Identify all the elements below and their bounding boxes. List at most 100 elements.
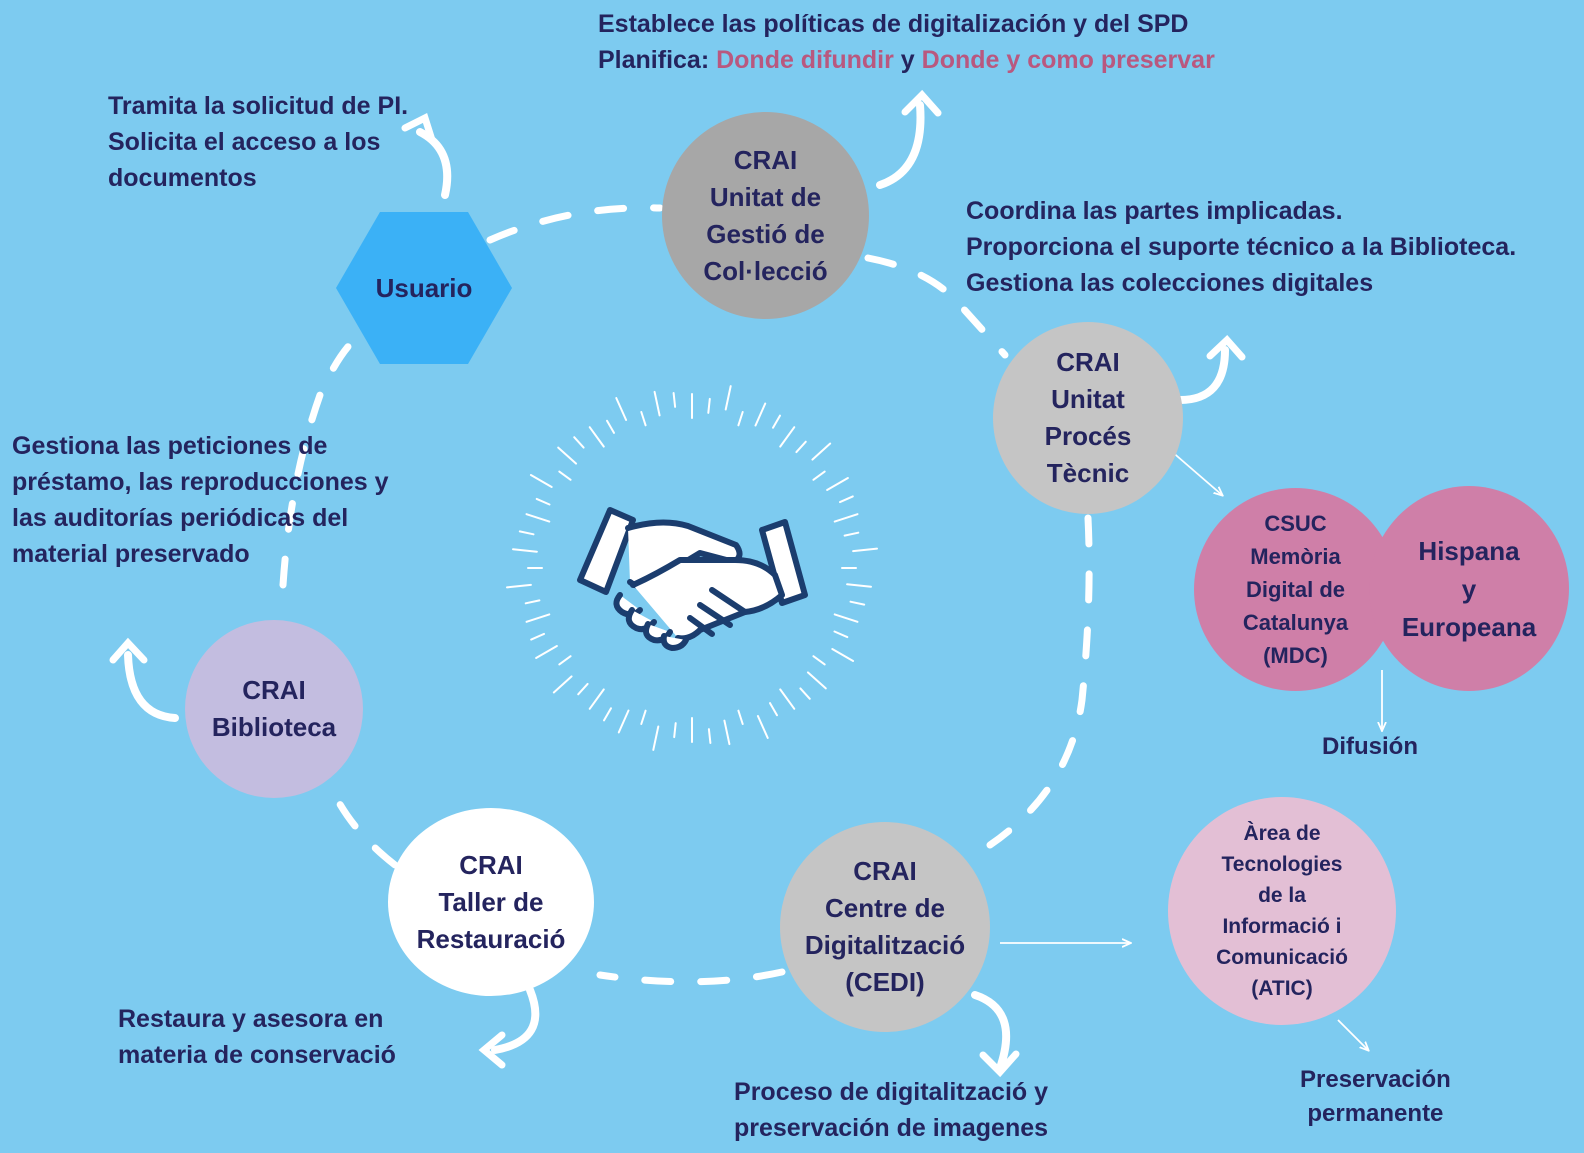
ray [573, 436, 585, 449]
arrow-to-preservacion [1337, 1019, 1368, 1050]
difusion-label: Difusión [1322, 733, 1418, 760]
proces-desc-line-3: Gestiona las colecciones digitales [966, 269, 1374, 297]
ray [806, 671, 827, 690]
planifica-joiner: y [893, 46, 922, 74]
csuc-label-5: (MDC) [1263, 643, 1328, 668]
ray [707, 397, 711, 414]
ray [535, 497, 551, 506]
ray [737, 709, 744, 725]
handshake-icon [577, 507, 808, 651]
ray [779, 426, 796, 448]
ray [843, 531, 860, 537]
usuario-description: Tramita la solicitud de PI. Solicita el … [108, 88, 408, 196]
ray [525, 613, 551, 623]
taller-node: CRAI Taller de Restauració [388, 808, 594, 996]
cedi-label-2: Centre de [825, 893, 945, 923]
proces-description: Coordina las partes implicadas. Proporci… [966, 193, 1516, 301]
ray [839, 495, 854, 504]
ray [831, 648, 855, 662]
curved-arrows [109, 89, 1246, 1078]
ray [833, 613, 859, 623]
donde-difundir-highlight: Donde difundir [716, 46, 894, 74]
ray [812, 655, 826, 666]
preservacion-line-1: Preservación [1300, 1066, 1451, 1093]
biblioteca-label-1: CRAI [242, 675, 306, 705]
ray [799, 687, 811, 700]
cedi-node: CRAI Centre de Digitalització (CEDI) [780, 822, 990, 1032]
ray [812, 470, 826, 481]
ray [772, 414, 781, 429]
gestio-label-3: Gestió de [706, 218, 825, 249]
taller-label-2: Taller de [438, 886, 544, 917]
ray [737, 411, 744, 427]
ray [653, 390, 661, 417]
cedi-label-4: (CEDI) [845, 967, 925, 997]
ray [849, 600, 866, 606]
ray [603, 707, 612, 722]
taller-description: Restaura y asesora en materia de conserv… [118, 1001, 396, 1073]
ray [795, 440, 807, 454]
taller-label-1: CRAI [459, 849, 523, 880]
ray [577, 682, 589, 696]
biblioteca-desc-line-2: préstamo, las reproducciones y [12, 468, 389, 496]
taller-desc-line-2: materia de conservació [118, 1041, 396, 1069]
gestio-node: CRAI Unitat de Gestió de Col·lecció [662, 112, 869, 319]
atic-label-1: Àrea de [1243, 822, 1321, 845]
ray [779, 688, 796, 710]
biblioteca-desc-line-4: material preservado [12, 540, 250, 568]
flow-loop [279, 204, 1093, 986]
csuc-node: CSUC Memòria Digital de Catalunya (MDC) [1194, 488, 1397, 691]
ray [535, 645, 558, 659]
usuario-desc-line-3: documentos [108, 164, 257, 192]
ray [557, 446, 578, 465]
biblioteca-node: CRAI Biblioteca [185, 620, 363, 798]
proces-desc-line-2: Proporciona el suporte técnico a la Bibl… [966, 233, 1517, 261]
sunburst-rays [506, 385, 878, 751]
hispana-label-1: Hispana [1418, 535, 1520, 566]
ray [673, 722, 677, 739]
atic-label-5: Comunicació [1216, 946, 1348, 969]
ray [769, 702, 778, 717]
arrow-taller [491, 986, 540, 1054]
hispana-node: Hispana y Europeana [1369, 486, 1569, 691]
gestio-desc-line-2: Planifica: Donde difundir y Donde y como… [598, 42, 1215, 78]
cedi-desc-line-1: Proceso de digitalització y [734, 1078, 1049, 1106]
proces-label-2: Unitat [1051, 384, 1125, 414]
atic-label-2: Tecnologies [1221, 853, 1343, 876]
thin-arrows [1000, 449, 1382, 1050]
cedi-description: Proceso de digitalització y preservación… [734, 1074, 1048, 1146]
csuc-label-4: Catalunya [1242, 610, 1349, 635]
ray [833, 630, 849, 639]
ray [672, 392, 677, 408]
hispana-label-3: Europeana [1401, 611, 1537, 642]
ray [558, 655, 572, 666]
cedi-label-1: CRAI [853, 856, 917, 886]
csuc-label-3: Digital de [1245, 577, 1345, 602]
proces-label-1: CRAI [1056, 347, 1120, 377]
proces-desc-line-1: Coordina las partes implicadas. [966, 197, 1343, 225]
ray [852, 547, 878, 553]
csuc-label-1: CSUC [1264, 511, 1327, 536]
ray [707, 728, 712, 744]
ray [617, 709, 630, 734]
arrow-proces [1176, 346, 1229, 404]
ray [615, 397, 628, 421]
ray [552, 675, 573, 694]
ray [530, 632, 545, 641]
ray [512, 548, 538, 553]
preservacion-label: Preservación permanente [1300, 1063, 1451, 1131]
preservacion-line-2: permanente [1307, 1100, 1444, 1127]
gestio-description: Establece las políticas de digitalizació… [598, 6, 1215, 78]
ray [826, 477, 849, 491]
atic-node: Àrea de Tecnologies de la Informació i C… [1168, 797, 1396, 1025]
biblioteca-desc-line-1: Gestiona las peticiones de [12, 432, 328, 460]
ray [846, 583, 872, 588]
usuario-desc-line-2: Solicita el acceso a los [108, 128, 381, 156]
gestio-desc-line-1: Establece las políticas de digitalizació… [598, 10, 1189, 38]
ray [724, 385, 732, 411]
ray [640, 411, 647, 427]
ray [525, 513, 551, 523]
ray [811, 442, 832, 461]
atic-label-4: Informació i [1222, 915, 1342, 938]
